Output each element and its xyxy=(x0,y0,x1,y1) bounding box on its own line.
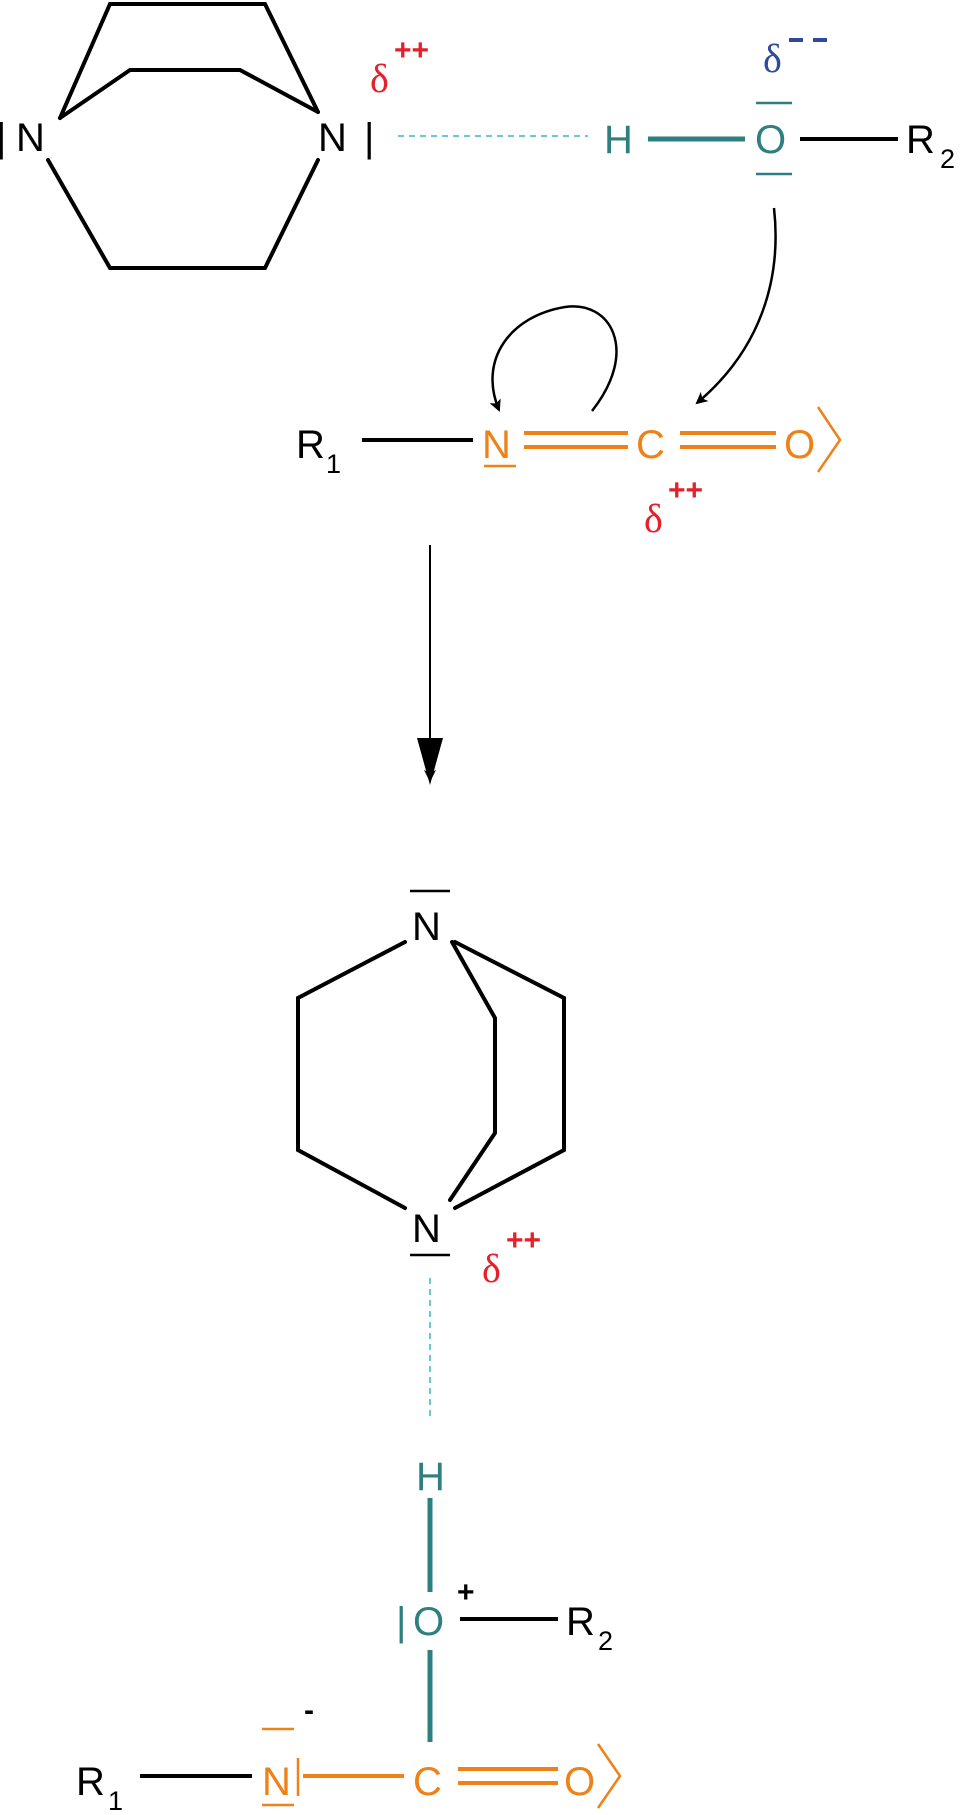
carbonyl-oxygen-lone-pairs xyxy=(596,1743,622,1809)
dabco-bottom-top-nitrogen: N xyxy=(412,905,441,949)
dabco-top xyxy=(46,1,320,270)
dabco-bottom-bottom-nitrogen: N xyxy=(412,1207,441,1251)
isocyanate-oxygen-lone-pairs xyxy=(816,406,842,473)
r2-subscript-bottom: 2 xyxy=(598,1626,613,1656)
r2-group-bottom: R xyxy=(566,1600,595,1644)
carbonyl-oxygen: O xyxy=(564,1760,595,1804)
dabco-top-right-n-lone-pair: | xyxy=(364,116,374,160)
curved-arrow-oxygen-to-carbon xyxy=(695,207,777,405)
amide-nitrogen: N xyxy=(262,1760,291,1804)
dabco-top-right-nitrogen: N xyxy=(318,116,347,160)
r2-subscript-top: 2 xyxy=(940,144,955,174)
alcohol-hydrogen: H xyxy=(604,118,633,162)
oxonium-lone-pair: | xyxy=(396,1600,406,1644)
dabco-bottom xyxy=(296,940,566,1210)
alcohol-oxygen: O xyxy=(755,118,786,162)
partial-charge-delta-oxygen: δ xyxy=(763,36,782,81)
partial-charge-delta-dabco-top: δ xyxy=(370,56,389,101)
reaction-arrow-head xyxy=(417,738,443,785)
r2-group-top: R xyxy=(906,118,935,162)
r1-subscript-bottom: 1 xyxy=(108,1786,123,1815)
partial-charge-plusplus-carbon: ++ xyxy=(668,474,703,507)
oxonium-hydrogen: H xyxy=(416,1455,445,1499)
r1-subscript-middle: 1 xyxy=(326,449,341,479)
r1-group-bottom: R xyxy=(76,1760,105,1804)
isocyanate-oxygen: O xyxy=(784,423,815,467)
r1-group-middle: R xyxy=(296,423,325,467)
isocyanate-carbon: C xyxy=(636,423,665,467)
amide-minus-charge: - xyxy=(304,1694,314,1727)
partial-charge-delta-carbon: δ xyxy=(644,496,663,541)
partial-charge-plusplus-dabco-bottom: ++ xyxy=(506,1224,541,1257)
curved-arrow-double-bond-to-nitrogen xyxy=(489,305,618,412)
carbonyl-carbon: C xyxy=(413,1760,442,1804)
oxonium-plus-charge: + xyxy=(457,1576,475,1609)
dabco-top-left-nitrogen: N xyxy=(16,116,45,160)
oxonium-oxygen: O xyxy=(413,1600,444,1644)
dabco-top-left-n-lone-pair: | xyxy=(0,116,6,160)
partial-charge-plusplus-dabco-top: ++ xyxy=(394,34,429,67)
partial-charge-delta-dabco-bottom: δ xyxy=(482,1246,501,1291)
isocyanate-nitrogen: N xyxy=(482,423,511,467)
